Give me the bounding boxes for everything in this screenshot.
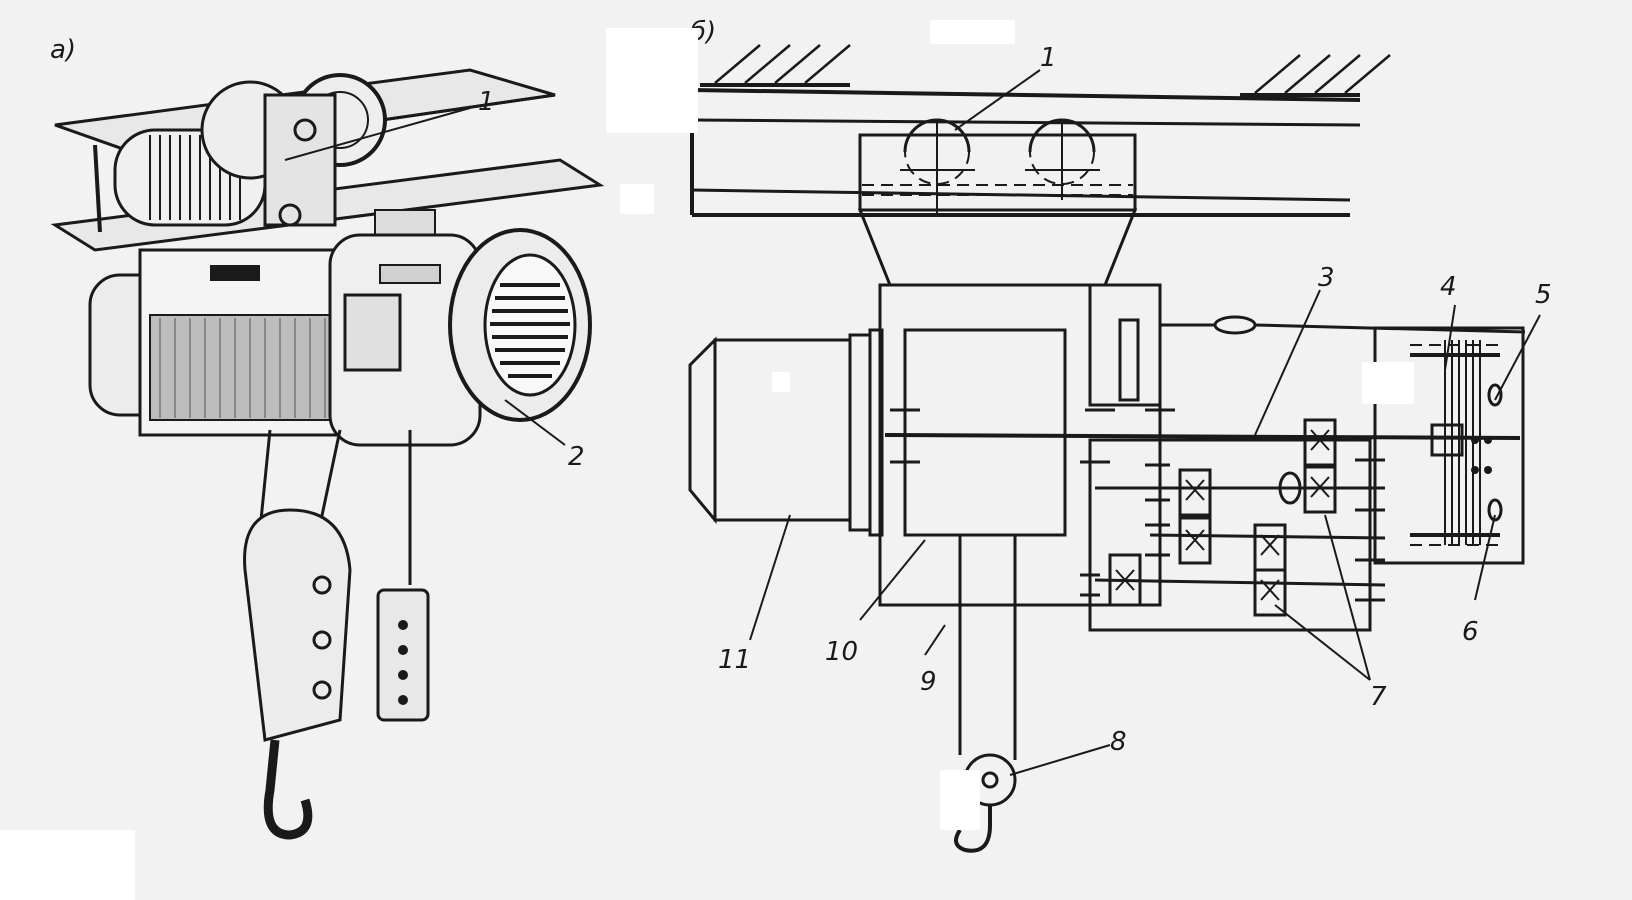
callout-b-4: 4 <box>1440 272 1457 302</box>
callouts-b: 1 3 4 5 6 7 8 9 10 11 <box>718 43 1552 776</box>
brake <box>1373 326 1525 565</box>
callout-b-1: 1 <box>1040 43 1057 73</box>
panel-a-label: а) <box>50 35 76 65</box>
callout-a-1: 1 <box>478 87 495 117</box>
callout-b-5: 5 <box>1535 280 1552 310</box>
callout-b-8: 8 <box>1110 727 1127 757</box>
i-beam-b <box>690 88 1361 217</box>
gearbox <box>1080 418 1386 632</box>
callout-b-9: 9 <box>920 667 937 697</box>
callout-a-2: 2 <box>568 442 585 472</box>
panel-b-scheme: б) <box>688 17 1552 853</box>
mask-patches <box>0 20 1414 900</box>
panel-a-drawing: а) <box>50 35 605 840</box>
hoist-body <box>88 228 592 447</box>
motor-11 <box>688 328 884 537</box>
callout-b-6: 6 <box>1462 617 1479 647</box>
callout-b-10: 10 <box>825 637 858 667</box>
ceiling-hatch <box>700 44 1391 97</box>
callout-b-11: 11 <box>718 645 751 675</box>
callout-b-3: 3 <box>1318 263 1335 293</box>
trolley-motor <box>113 73 436 251</box>
leader-a1 <box>284 107 471 161</box>
trolley-b <box>857 118 1138 287</box>
hook-8 <box>954 535 1017 853</box>
housing-9 <box>878 283 1526 607</box>
callout-b-7: 7 <box>1370 682 1387 712</box>
hook-block-a <box>243 429 430 840</box>
leader-a2 <box>504 399 566 446</box>
drum-10 <box>884 328 1521 537</box>
